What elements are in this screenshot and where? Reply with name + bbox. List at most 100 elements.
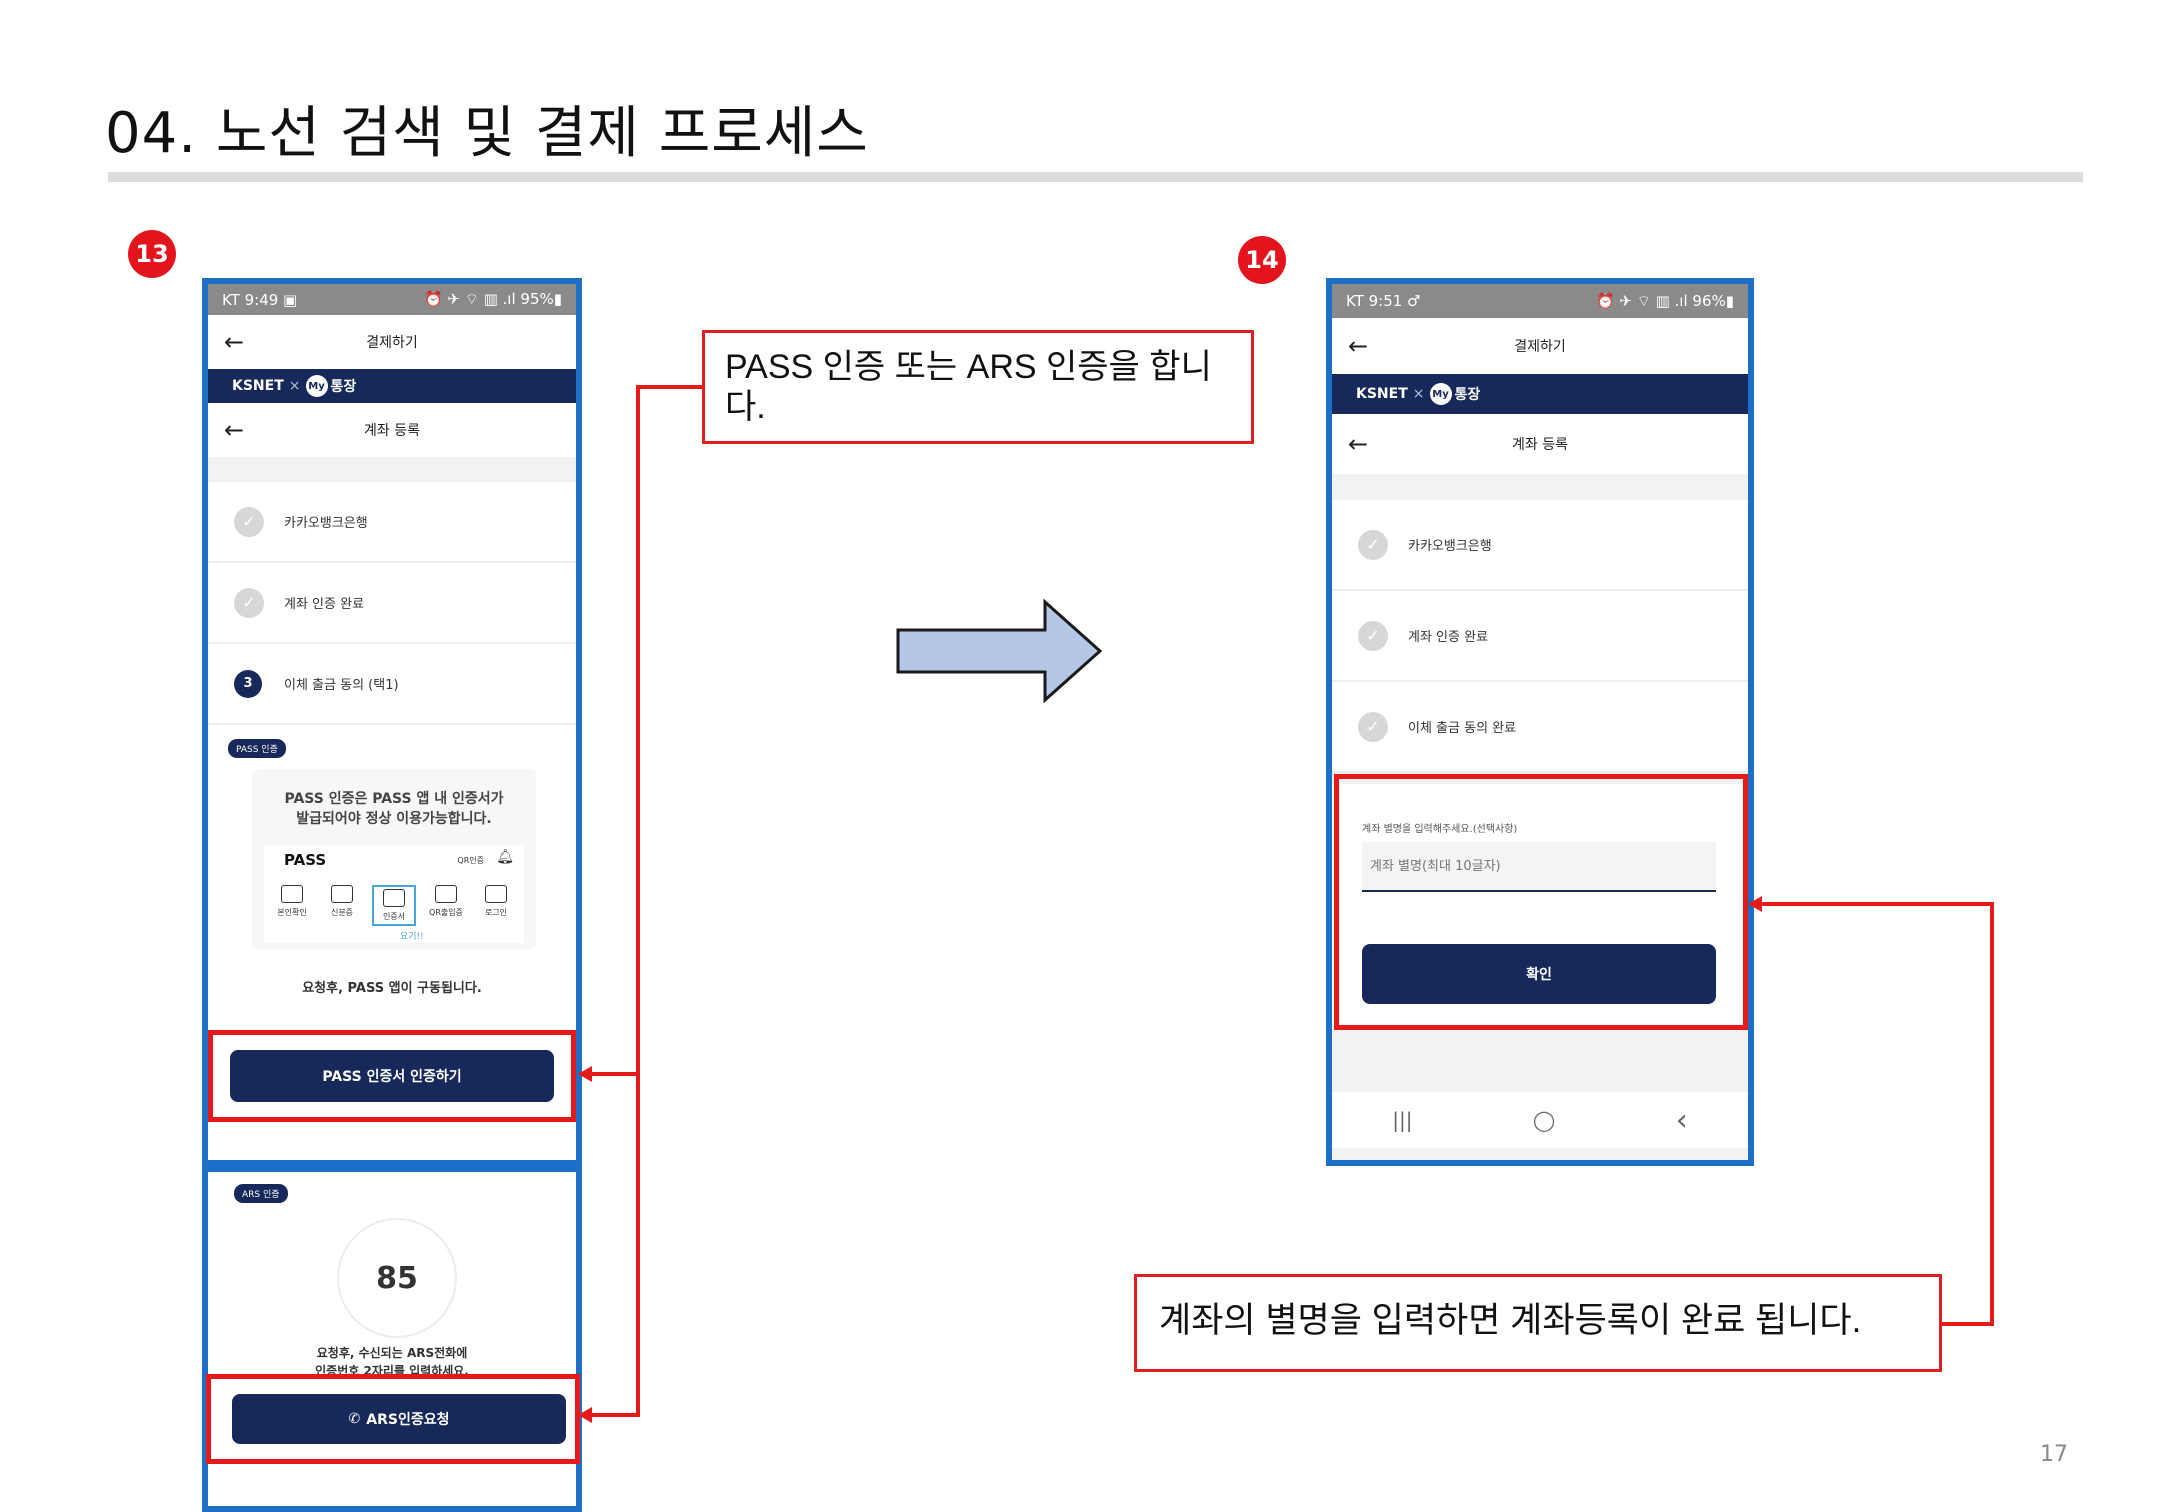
header-title: 결제하기: [1514, 339, 1566, 355]
step-14-badge: 14: [1238, 236, 1286, 284]
check-icon: ✓: [1358, 711, 1388, 742]
qr-label: QR인증: [457, 856, 484, 865]
back-arrow-icon[interactable]: ←: [224, 328, 245, 356]
step-row-consent: 3 이체 출금 동의 (택1): [208, 644, 576, 724]
brand-account-label: 통장: [1454, 387, 1481, 403]
pass-info-card: PASS 인증은 PASS 앱 내 인증서가 발급되어야 정상 이용가능합니다.…: [252, 769, 536, 949]
ars-code-circle: 85: [337, 1218, 457, 1338]
step-row-verify: ✓ 계좌 인증 완료: [208, 563, 576, 643]
connector-line: [636, 385, 706, 389]
step-label: 카카오뱅크은행: [1408, 539, 1492, 554]
step-label: 계좌 인증 완료: [1408, 630, 1489, 645]
nav-back-icon[interactable]: ‹: [1675, 1102, 1688, 1138]
ars-note-line: 요청후, 수신되는 ARS전화에: [316, 1346, 468, 1360]
brand-separator: ×: [1412, 386, 1425, 402]
bell-icon: 🔔︎: [496, 849, 514, 865]
step-row-bank: ✓ 카카오뱅크은행: [1332, 500, 1748, 590]
brand-account-label: 통장: [330, 379, 357, 395]
check-icon: ✓: [234, 587, 264, 618]
phone-icon: ✆: [348, 1411, 361, 1427]
sub-back-arrow-icon[interactable]: ←: [224, 416, 245, 444]
android-nav-bar: ||| ◯ ‹: [1332, 1092, 1748, 1148]
flow-arrow-icon: [896, 598, 1103, 704]
step-label: 이체 출금 동의 (택1): [284, 678, 399, 693]
header-title: 결제하기: [366, 335, 418, 351]
page-number: 17: [2040, 1442, 2068, 1467]
connector-line: [580, 1072, 640, 1076]
highlight-alias-form: [1334, 774, 1748, 1030]
subheader-bar: ← 계좌 등록: [1332, 414, 1748, 474]
step-13-badge: 13: [128, 230, 176, 278]
highlight-ars-button: [206, 1374, 580, 1464]
status-carrier-time: KT 9:51 ♂: [1346, 292, 1421, 310]
my-logo-icon: My: [1429, 383, 1452, 405]
pass-menu-qr: QR출입증: [426, 885, 466, 926]
alias-callout: 계좌의 별명을 입력하면 계좌등록이 완료 됩니다.: [1134, 1274, 1942, 1372]
login-icon: [485, 885, 507, 903]
alias-input[interactable]: [1362, 842, 1716, 892]
phone-screen-pass: KT 9:49 ▣ ⏰ ✈ ⌔ ▥ .ıl 95%▮ ← 결제하기 KSNET …: [202, 278, 582, 1166]
pass-note: 요청후, PASS 앱이 구동됩니다.: [302, 981, 482, 996]
subheader-bar: ← 계좌 등록: [208, 403, 576, 457]
ars-auth-button[interactable]: ✆ ARS인증요청: [232, 1394, 566, 1444]
step-row-consent: ✓ 이체 출금 동의 완료: [1332, 682, 1748, 772]
recent-apps-icon[interactable]: |||: [1392, 1108, 1413, 1132]
ars-button-label: ARS인증요청: [366, 1412, 450, 1428]
pass-hint: 요기!!: [400, 932, 424, 942]
status-bar: KT 9:51 ♂ ⏰ ✈ ⌔ ▥ .ıl 96%▮: [1332, 284, 1748, 318]
pass-info-line: PASS 인증은 PASS 앱 내 인증서가: [284, 791, 504, 807]
step-label: 이체 출금 동의 완료: [1408, 721, 1517, 736]
step-label: 계좌 인증 완료: [284, 597, 365, 612]
phone-screen-ars: ARS 인증 85 요청후, 수신되는 ARS전화에 인증번호 2자리를 입력하…: [202, 1166, 582, 1512]
pass-panel: PASS 인증 PASS 인증은 PASS 앱 내 인증서가 발급되어야 정상 …: [208, 725, 576, 1160]
step-number-badge: 3: [234, 669, 262, 698]
alias-form: 계좌 별명을 입력해주세요.(선택사항) 확인: [1332, 784, 1748, 1024]
check-icon: ✓: [234, 506, 264, 537]
sub-back-arrow-icon[interactable]: ←: [1348, 430, 1369, 458]
brand-separator: ×: [288, 378, 301, 394]
arrowhead-icon: [578, 1407, 592, 1423]
connector-line: [1752, 902, 1994, 906]
my-logo-icon: My: [305, 375, 328, 397]
auth-callout-line: 다.: [725, 388, 766, 426]
header-bar: ← 결제하기: [1332, 318, 1748, 374]
check-icon: ✓: [1358, 620, 1388, 651]
pass-pill: PASS 인증: [228, 739, 286, 758]
alias-label: 계좌 별명을 입력해주세요.(선택사항): [1362, 824, 1518, 835]
connector-line: [1940, 1322, 1994, 1326]
pass-menu-certificate: 인증서: [372, 885, 416, 926]
step-row-bank: ✓ 카카오뱅크은행: [208, 482, 576, 562]
id-icon: [331, 885, 353, 903]
ksnet-logo: KSNET: [232, 378, 284, 394]
pass-menu-identity: 본인확인: [272, 885, 312, 926]
arrowhead-icon: [578, 1066, 592, 1082]
auth-callout-line: PASS 인증 또는 ARS 인증을 합니: [725, 348, 1212, 386]
header-bar: ← 결제하기: [208, 315, 576, 369]
certificate-icon: [383, 889, 405, 907]
brand-bar: KSNET × My 통장: [1332, 374, 1748, 414]
pass-menu-idcard: 신분증: [322, 885, 362, 926]
confirm-button[interactable]: 확인: [1362, 944, 1716, 1004]
connector-line: [580, 1413, 640, 1417]
subheader-title: 계좌 등록: [364, 423, 420, 439]
pass-auth-button[interactable]: PASS 인증서 인증하기: [230, 1050, 554, 1102]
back-arrow-icon[interactable]: ←: [1348, 332, 1369, 360]
pass-info-line: 발급되어야 정상 이용가능합니다.: [296, 811, 492, 827]
step-label: 카카오뱅크은행: [284, 516, 368, 531]
home-icon[interactable]: ◯: [1532, 1108, 1556, 1132]
pass-logo: PASS: [284, 851, 327, 869]
step-row-verify: ✓ 계좌 인증 완료: [1332, 591, 1748, 681]
status-icons: ⏰ ✈ ⌔ ▥ .ıl 96%▮: [1595, 291, 1734, 310]
pass-menu-login: 로그인: [476, 885, 516, 926]
phone-screen-alias: KT 9:51 ♂ ⏰ ✈ ⌔ ▥ .ıl 96%▮ ← 결제하기 KSNET …: [1326, 278, 1754, 1166]
brand-bar: KSNET × My 통장: [208, 369, 576, 403]
ars-pill: ARS 인증: [234, 1184, 288, 1203]
subheader-title: 계좌 등록: [1512, 437, 1568, 453]
title-divider: [108, 172, 2083, 182]
connector-line: [1990, 902, 1994, 1326]
check-icon: ✓: [1358, 529, 1388, 560]
qr-icon: [435, 885, 457, 903]
slide-title: 04. 노선 검색 및 결제 프로세스: [105, 101, 869, 166]
status-icons: ⏰ ✈ ⌔ ▥ .ıl 95%▮: [423, 290, 562, 308]
id-card-icon: [281, 885, 303, 903]
